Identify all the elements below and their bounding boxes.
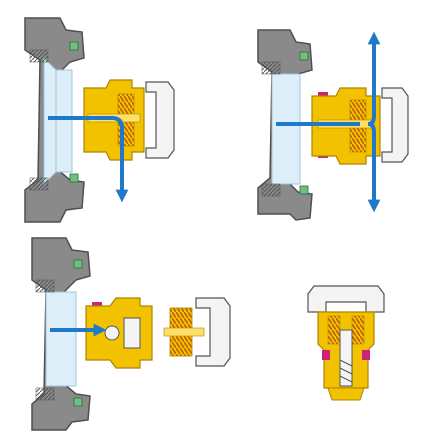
panel-3-port	[123, 317, 141, 349]
panel-4-tip	[327, 387, 365, 401]
panel-1-cap	[145, 81, 175, 159]
panel-4-oring-right	[362, 350, 370, 360]
panel-3-detached-cap	[195, 297, 231, 367]
panel-3-valve-ball	[104, 325, 120, 341]
panel-1-pipe-bore	[55, 69, 73, 173]
panel-4-stem	[339, 329, 353, 387]
panel-1-pipe-interior	[43, 56, 57, 186]
panel-3-valve-body-cap-removed	[31, 237, 231, 431]
panel-1-seal-top	[69, 41, 79, 51]
panel-1-seal-bottom	[69, 173, 79, 183]
panel-2-flow-down	[367, 122, 381, 213]
panel-4-spring-right	[351, 315, 365, 345]
panel-2-open-valve	[257, 29, 409, 221]
panel-2-cap	[381, 87, 409, 163]
panel-1-thread-top	[29, 49, 49, 63]
panel-1-thread-bottom	[29, 177, 49, 191]
panel-2-thread-top	[261, 61, 281, 75]
panel-4-cap	[307, 285, 385, 313]
panel-1-flow-arrow	[48, 116, 129, 203]
panel-3-thread-top	[35, 279, 55, 293]
panel-2-seal-top	[299, 51, 309, 61]
panel-3-thread-bottom	[35, 387, 55, 401]
panel-3-seal-bottom	[73, 397, 83, 407]
panel-4-spring-left	[327, 315, 341, 345]
panel-4-oring-left	[322, 350, 330, 360]
panel-2-seal-bottom	[299, 185, 309, 195]
panel-2-pipe-bore	[271, 73, 301, 185]
panel-4-detached-cartridge	[307, 285, 385, 401]
panel-3-pipe-bore	[45, 291, 77, 387]
panel-1-installed-valve	[24, 17, 175, 223]
panel-3-seal-top	[73, 259, 83, 269]
panel-2-thread-bottom	[261, 183, 281, 197]
panel-4-stem-helix	[339, 359, 353, 383]
panel-3-detached-stem	[163, 327, 205, 337]
